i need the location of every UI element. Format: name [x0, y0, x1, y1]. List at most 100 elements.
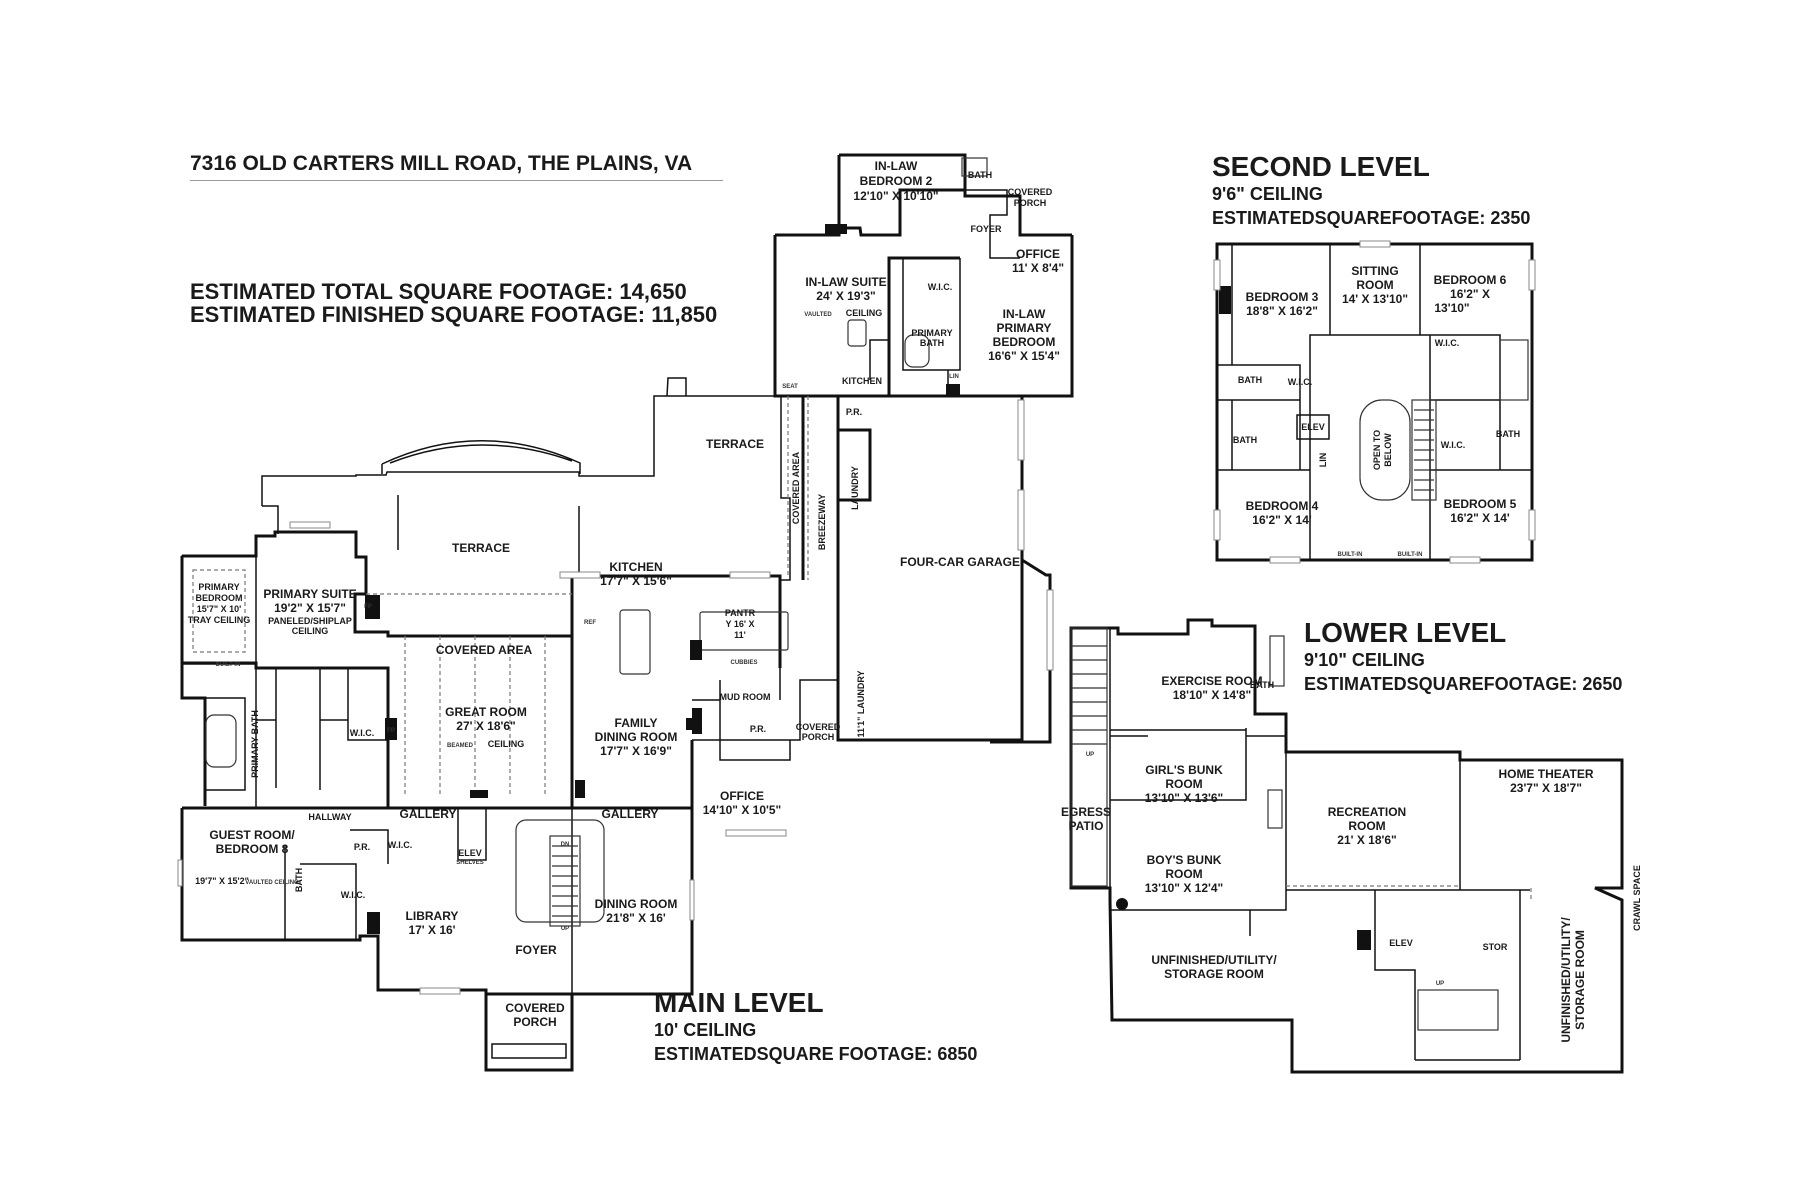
label-pr-inlaw: P.R. — [846, 407, 862, 417]
inlaw-tub — [904, 334, 930, 368]
label-recreation-3: 21' X 18'6" — [1337, 833, 1396, 847]
label-bedroom4-2: 16'2" X 14' — [1252, 513, 1312, 527]
inlaw-wing-walls — [773, 153, 1074, 398]
lower-stair — [1417, 989, 1499, 1031]
primary-tub — [205, 714, 237, 768]
label-primary-bedroom-1: PRIMARY — [198, 582, 239, 592]
mudroom-block — [692, 708, 702, 734]
main-level-ceiling: 10' CEILING — [654, 1020, 757, 1040]
label-exercise-1: EXERCISE ROOM — [1161, 674, 1262, 688]
lower-level-title: LOWER LEVEL — [1304, 617, 1507, 648]
lower-closet — [1269, 635, 1285, 687]
label-boys-bunk-3: 13'10" X 12'4" — [1145, 881, 1223, 895]
label-laundry: LAUNDRY — [850, 466, 860, 510]
label-recreation-1: RECREATION — [1328, 805, 1406, 819]
label-lower-up-2: UP — [1436, 981, 1444, 987]
label-lower-bath: BATH — [1250, 680, 1274, 690]
label-unfinished-v-2: STORAGE ROOM — [1573, 930, 1587, 1030]
label-library-2: 17' X 16' — [408, 923, 455, 937]
label-wic-guest-2: W.I.C. — [341, 890, 366, 900]
second-stair — [1411, 399, 1437, 501]
label-pr-mid: P.R. — [750, 724, 766, 734]
garage-windows — [1017, 399, 1054, 671]
label-lin: LIN — [949, 374, 959, 380]
label-office-top-2: 11' X 8'4" — [1012, 261, 1064, 275]
second-windows — [1213, 240, 1536, 564]
label-sitting-3: 14' X 13'10" — [1342, 292, 1408, 306]
label-guest-room-2: BEDROOM 8 — [216, 842, 289, 856]
inlaw-island — [847, 319, 867, 347]
second-level-ceiling: 9'6" CEILING — [1212, 184, 1323, 204]
gallery-post — [470, 790, 488, 798]
second-level-title: SECOND LEVEL — [1212, 151, 1430, 182]
label-primary-suite-4: CEILING — [292, 626, 329, 636]
label-lower-elev: ELEV — [1389, 938, 1413, 948]
main-stair-treads — [552, 845, 578, 917]
label-covered-porch-mid-2: PORCH — [802, 732, 835, 742]
kitchen-island — [619, 609, 651, 675]
label-primary-bath-main: PRIMARY BATH — [250, 710, 260, 778]
label-kitchen-2: 17'7" X 15'6" — [600, 574, 672, 588]
label-inlaw-bed2-1: IN-LAW — [875, 159, 918, 173]
label-hallway: HALLWAY — [308, 812, 351, 822]
label-seat: SEAT — [782, 384, 798, 390]
open-to-below-outline — [1359, 399, 1411, 501]
label-primary-bedroom-2: BEDROOM — [196, 593, 243, 603]
label-second-wic-3: W.I.C. — [1441, 440, 1466, 450]
label-fp-suite: FP — [364, 604, 372, 610]
lower-level-ceiling: 9'10" CEILING — [1304, 650, 1425, 670]
label-bedroom4-1: BEDROOM 4 — [1246, 499, 1319, 513]
label-gallery-right: GALLERY — [602, 807, 659, 821]
label-inlaw-primary-1: IN-LAW — [1003, 307, 1046, 321]
label-office-top-1: OFFICE — [1016, 247, 1060, 261]
label-office-main-1: OFFICE — [720, 789, 764, 803]
label-inlaw-primary-3: BEDROOM — [993, 335, 1056, 349]
main-interior-walls — [205, 668, 838, 994]
label-wic-guest: W.I.C. — [388, 840, 413, 850]
label-great-ceiling: CEILING — [488, 739, 525, 749]
great-room-beams — [366, 593, 572, 795]
label-covered-porch-top-2: PORCH — [1014, 198, 1047, 208]
label-second-wic-2: W.I.C. — [1435, 338, 1460, 348]
main-stair — [549, 835, 581, 927]
label-four-car-garage: FOUR-CAR GARAGE — [900, 555, 1020, 569]
label-built-in-suite: BUILT-IN — [216, 662, 241, 668]
label-bedroom5-2: 16'2" X 14' — [1450, 511, 1510, 525]
label-boys-bunk-1: BOY'S BUNK — [1147, 853, 1222, 867]
label-inlaw-primary-4: 16'6" X 15'4" — [988, 349, 1060, 363]
label-bath-top: BATH — [968, 170, 992, 180]
lower-built-in — [1267, 789, 1283, 829]
label-office-main-2: 14'10" X 10'5" — [703, 803, 781, 817]
second-level-header: SECOND LEVEL 9'6" CEILING ESTIMATEDSQUAR… — [1212, 152, 1530, 230]
main-level-sqft: ESTIMATEDSQUARE FOOTAGE: 6850 — [654, 1044, 978, 1064]
inlaw-interior-walls — [869, 189, 1020, 396]
main-level-plan: IN-LAW BEDROOM 2 12'10" X 10'10" BATH CO… — [177, 153, 1074, 1072]
label-inlaw-suite-1: IN-LAW SUITE — [805, 275, 886, 289]
label-bedroom6-1: BEDROOM 6 — [1434, 273, 1507, 287]
label-kitchen-inlaw: KITCHEN — [842, 376, 882, 386]
kitchen-block-2 — [686, 718, 696, 730]
second-closet — [1499, 339, 1529, 401]
label-terrace-upper: TERRACE — [706, 437, 764, 451]
terrace-curved-step — [381, 440, 581, 474]
label-bath-guest: BATH — [294, 868, 304, 892]
label-family-dining-1: FAMILY — [615, 716, 658, 730]
covered-area-dashes — [787, 396, 809, 580]
label-ceiling: CEILING — [846, 308, 883, 318]
label-bedroom3-2: 18'8" X 16'2" — [1246, 304, 1318, 318]
label-primary-suite-2: 19'2" X 15'7" — [274, 601, 346, 615]
lower-column — [1116, 898, 1128, 910]
label-lower-up-1: UP — [1086, 752, 1094, 758]
label-primary-bedroom-3: 15'7" X 10' — [197, 604, 242, 614]
label-fp-wic: FP — [387, 728, 395, 734]
terrace-edges — [262, 495, 580, 576]
second-fireplace — [1219, 286, 1231, 314]
second-level-sqft: ESTIMATEDSQUAREFOOTAGE: 2350 — [1212, 208, 1531, 228]
label-terrace-main: TERRACE — [452, 541, 510, 555]
label-second-lin: LIN — [1318, 453, 1328, 468]
label-stor: STOR — [1483, 942, 1508, 952]
label-inlaw-bed2-3: 12'10" X 10'10" — [853, 189, 938, 203]
label-vaulted-ceiling: VAULTED CEILING — [245, 880, 299, 886]
property-address: 7316 OLD CARTERS MILL ROAD, THE PLAINS, … — [190, 152, 693, 175]
